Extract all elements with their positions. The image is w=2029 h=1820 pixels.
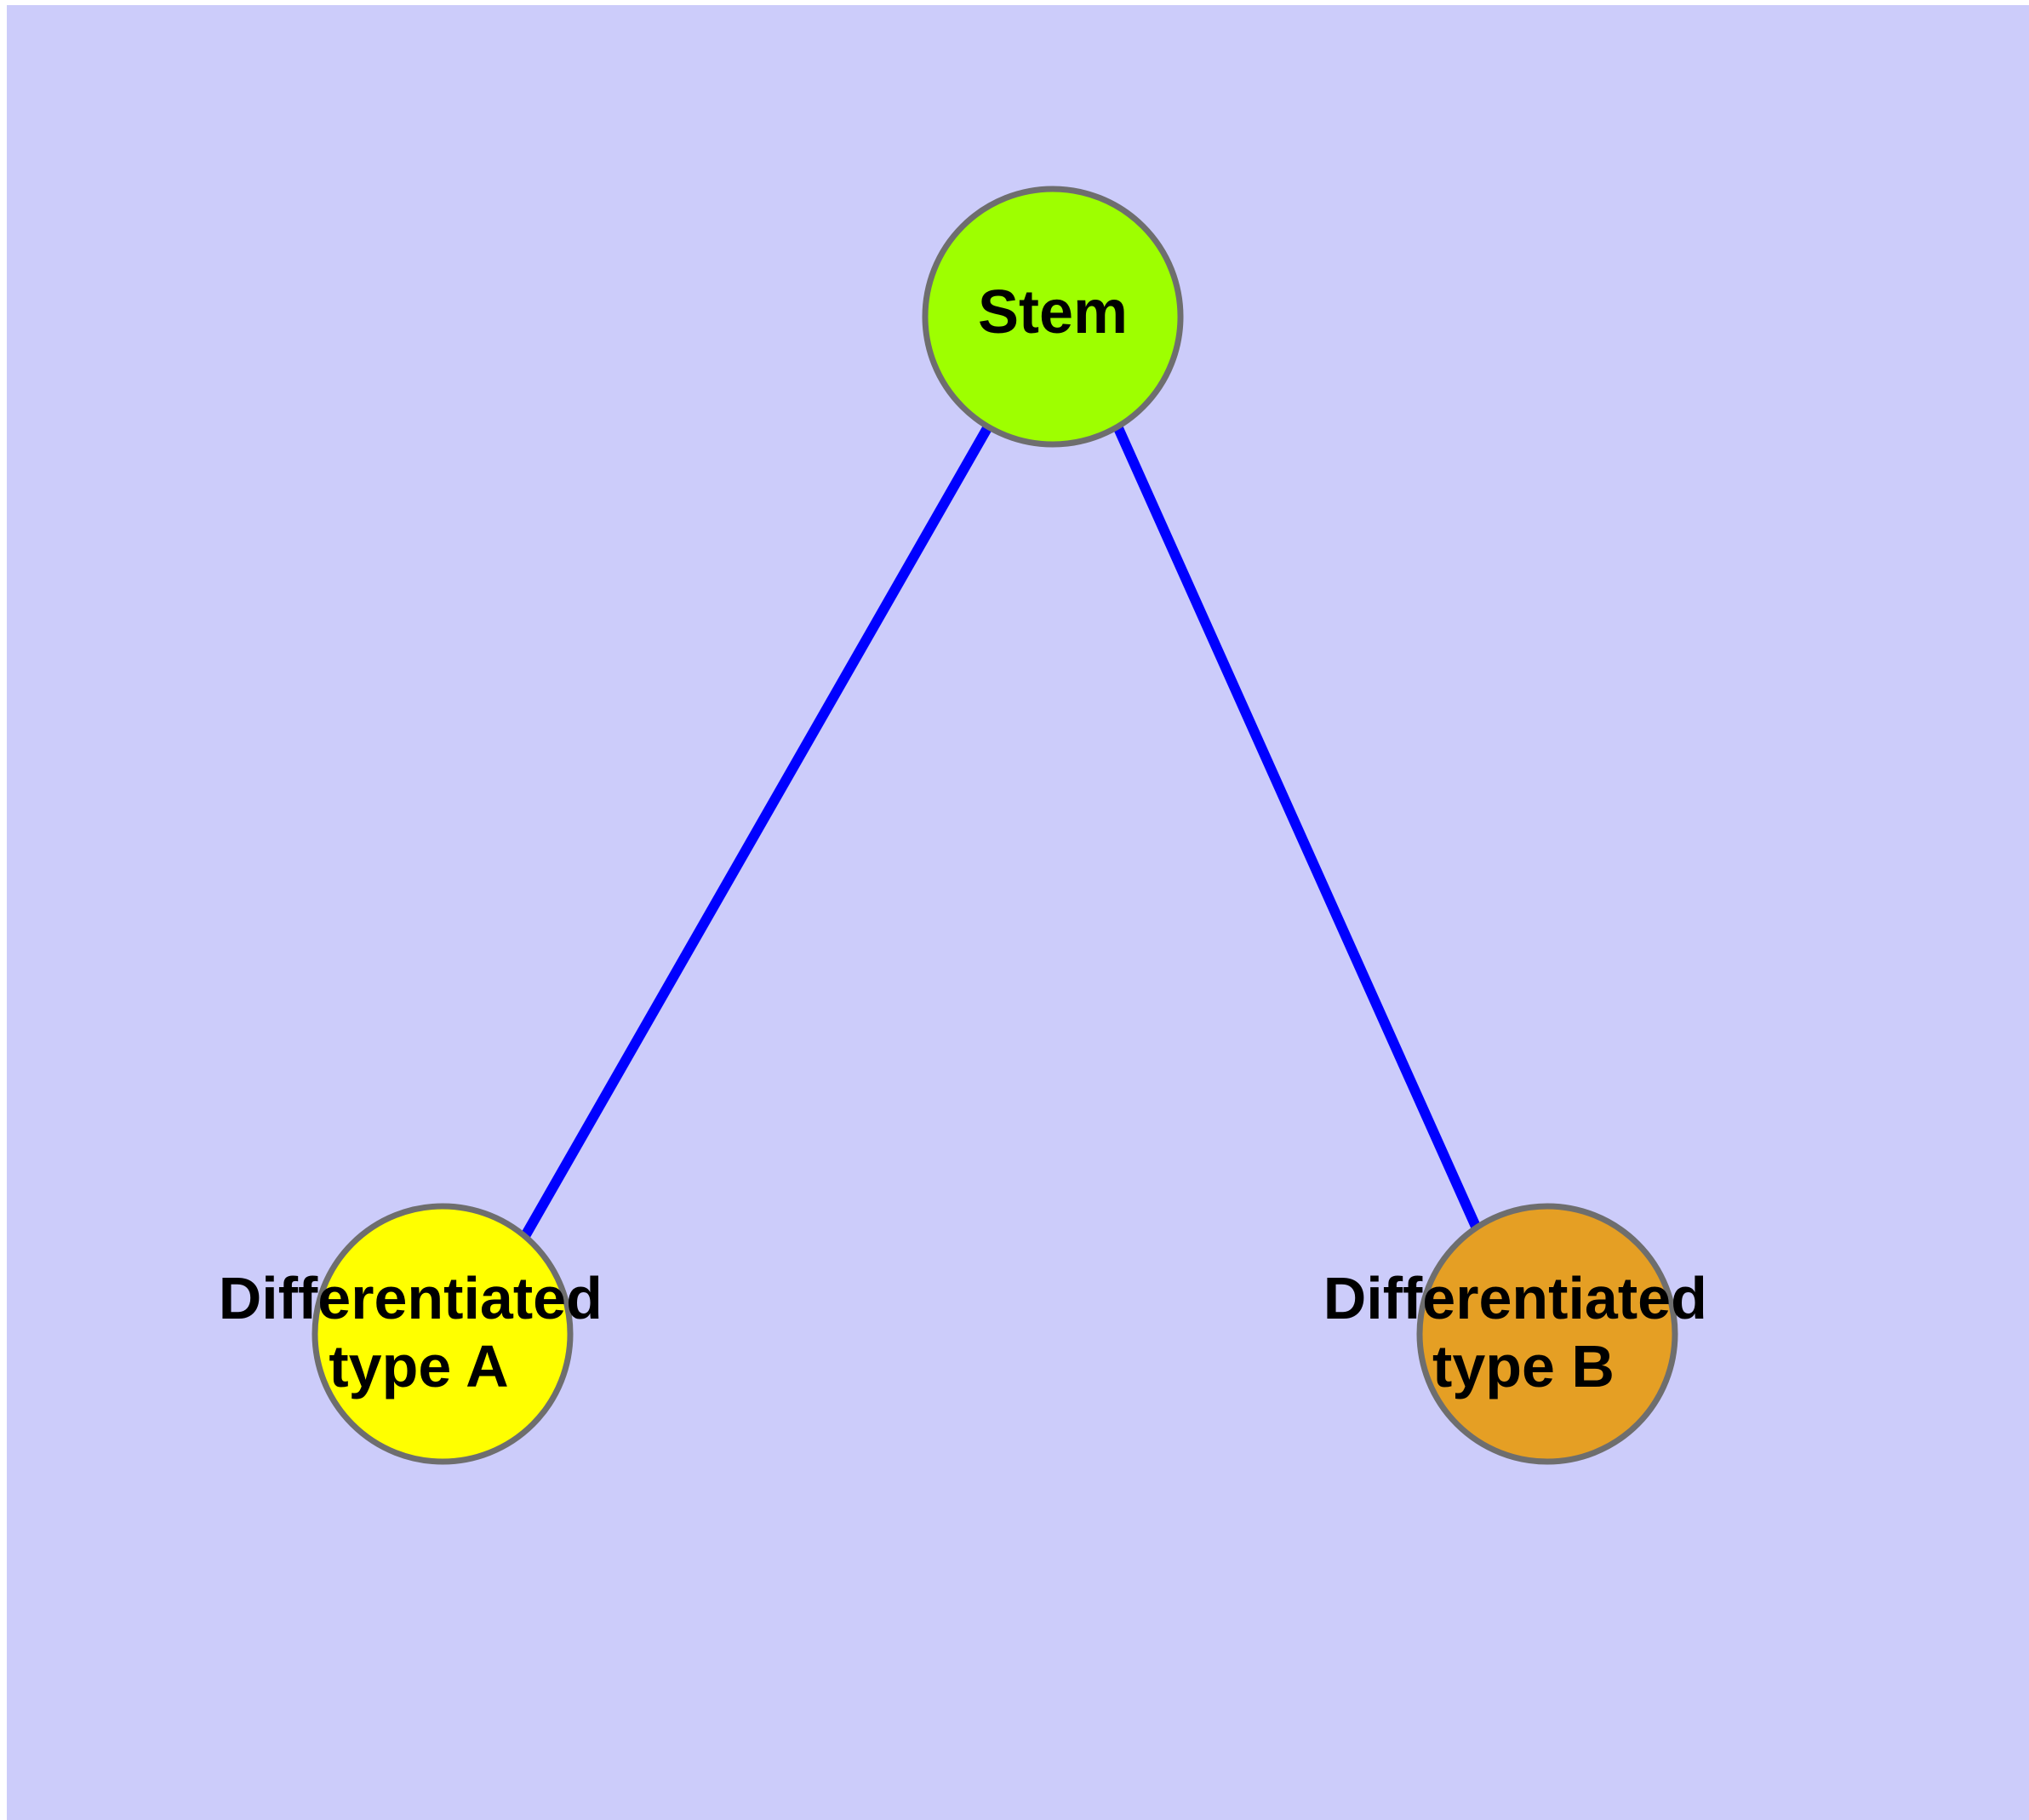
node-differentiated-type-b-label-line1: Differentiated [1323, 1265, 1707, 1331]
node-differentiated-type-b-circle[interactable] [1416, 1203, 1678, 1465]
node-differentiated-type-b[interactable]: Differentiated type B [1323, 1203, 1724, 1465]
node-stem-circle[interactable] [922, 186, 1184, 448]
node-layer: Stem Differentiated type A Differentiate… [219, 186, 1724, 1465]
node-differentiated-type-a[interactable]: Differentiated type A [219, 1203, 620, 1465]
node-stem[interactable]: Stem [922, 186, 1184, 448]
edge-layer [520, 426, 1485, 1239]
node-differentiated-type-b-label-line2: type B [1432, 1333, 1615, 1399]
node-differentiated-type-a-label: Differentiated type A [219, 1265, 620, 1399]
node-differentiated-type-a-circle[interactable] [311, 1203, 574, 1465]
node-differentiated-type-a-label-line1: Differentiated [219, 1265, 603, 1331]
node-differentiated-type-a-label-line2: type A [329, 1333, 508, 1399]
node-differentiated-type-b-label: Differentiated type B [1323, 1265, 1724, 1399]
node-stem-label: Stem [978, 278, 1128, 346]
edge-stem-to-differentiated-type-b[interactable] [1113, 426, 1485, 1239]
edge-stem-to-differentiated-type-a[interactable] [520, 426, 992, 1239]
